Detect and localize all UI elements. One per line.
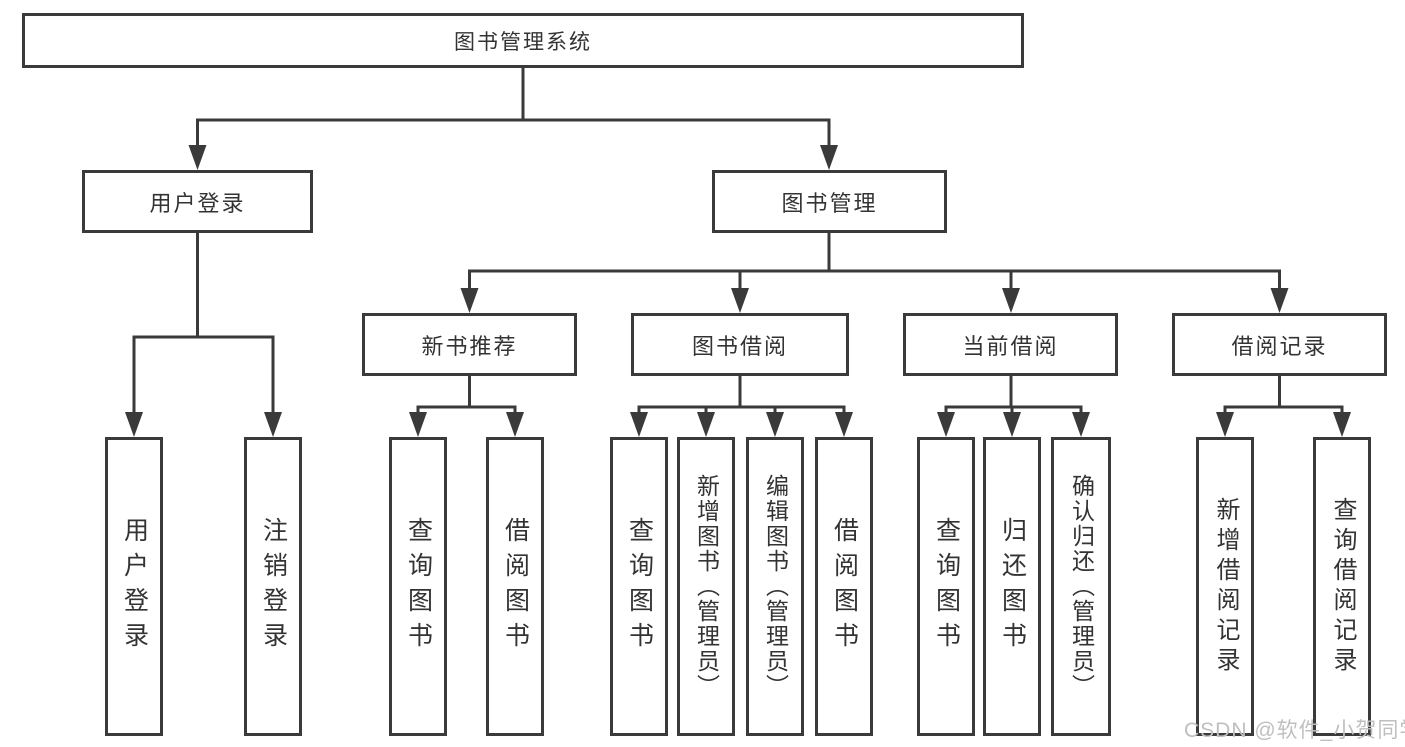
leaf-return-book: 归还图书 — [983, 437, 1041, 736]
node-user-login-branch: 用户登录 — [82, 170, 313, 233]
leaf-logout: 注销登录 — [244, 437, 302, 736]
node-current-borrow: 当前借阅 — [903, 313, 1118, 376]
node-book-borrow: 图书借阅 — [631, 313, 849, 376]
leaf-query-borrow-record: 查询借阅记录 — [1313, 437, 1371, 736]
csdn-watermark: CSDN @软件_小贺同学 — [1184, 719, 1405, 742]
leaf-borrow-book-2: 借阅图书 — [815, 437, 873, 736]
leaf-add-book-admin: 新增图书（管理员） — [677, 437, 735, 736]
leaf-query-book-1: 查询图书 — [389, 437, 447, 736]
leaf-borrow-book-1: 借阅图书 — [486, 437, 544, 736]
node-book-management-branch: 图书管理 — [712, 170, 947, 233]
node-library-system-root: 图书管理系统 — [22, 13, 1024, 68]
leaf-add-borrow-record: 新增借阅记录 — [1196, 437, 1254, 736]
leaf-edit-book-admin: 编辑图书（管理员） — [746, 437, 804, 736]
node-borrow-records: 借阅记录 — [1172, 313, 1387, 376]
leaf-user-login: 用户登录 — [105, 437, 163, 736]
leaf-query-book-3: 查询图书 — [917, 437, 975, 736]
leaf-query-book-2: 查询图书 — [610, 437, 668, 736]
leaf-confirm-return-admin: 确认归还（管理员） — [1051, 437, 1111, 736]
arrowheads — [125, 145, 1351, 437]
node-new-book-recommend: 新书推荐 — [362, 313, 577, 376]
